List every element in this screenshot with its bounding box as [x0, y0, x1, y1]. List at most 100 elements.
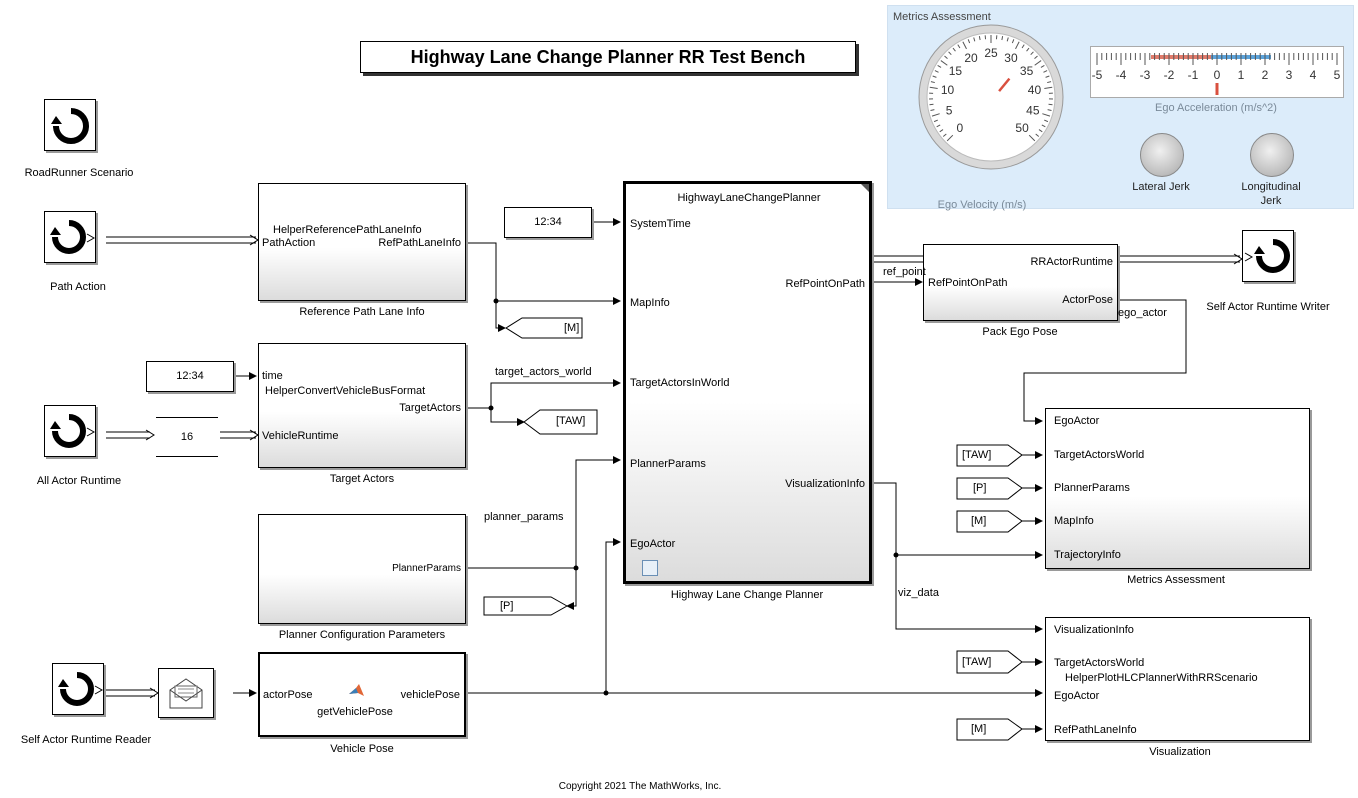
target-actors-block[interactable]: time HelperConvertVehicleBusFormat Targe… — [258, 343, 466, 468]
gauge-tick — [944, 55, 948, 60]
pack-ego-pose-block[interactable]: RefPointOnPath RRActorRuntime ActorPose — [923, 244, 1118, 321]
actor-pose-in-port: actorPose — [263, 689, 313, 701]
signal-ref-point: ref_point — [883, 266, 926, 278]
path-action-block[interactable] — [44, 211, 96, 263]
visualization-info-in-port: VisualizationInfo — [1054, 624, 1134, 636]
planner-params-in-port: PlannerParams — [630, 458, 706, 470]
from-taw-tag[interactable]: [TAW] — [962, 449, 992, 461]
gauge-tick — [1006, 37, 1009, 42]
envelope-icon — [169, 678, 203, 709]
vehicle-pose-caption: Vehicle Pose — [330, 743, 394, 755]
matlab-logo-icon — [349, 684, 364, 696]
accel-tick-label: 5 — [1334, 68, 1341, 82]
gauge-tick — [933, 119, 938, 123]
subsystem-link-icon[interactable] — [642, 560, 658, 576]
roadrunner-cycle-icon — [50, 414, 96, 448]
gauge-tick — [1011, 39, 1015, 44]
visualization-caption: Visualization — [1149, 746, 1211, 758]
roadrunner-scenario-block[interactable] — [44, 99, 96, 151]
gauge-tick-label: 15 — [949, 64, 963, 78]
lateral-jerk-lamp[interactable] — [1140, 133, 1184, 177]
accel-tick-label: -1 — [1188, 68, 1199, 82]
time-clock[interactable]: 12:34 — [146, 361, 234, 392]
self-actor-runtime-writer-block[interactable] — [1242, 230, 1294, 282]
gauge-tick — [1047, 109, 1052, 112]
from-m-tag-2[interactable]: [M] — [971, 723, 987, 735]
gauge-tick — [934, 70, 939, 73]
vehicle-runtime-in-port: VehicleRuntime — [262, 430, 339, 442]
metrics-assessment-block[interactable]: EgoActor TargetActorsWorld PlannerParams… — [1045, 408, 1310, 569]
copyright-text: Copyright 2021 The MathWorks, Inc. — [558, 781, 722, 792]
from-m-tag[interactable]: [M] — [971, 515, 987, 527]
gauge-tick — [1044, 86, 1053, 90]
gauge-tick — [978, 36, 981, 41]
planner-configuration-parameters-block[interactable]: PlannerParams — [258, 514, 466, 624]
get-vehicle-pose-name: getVehiclePose — [317, 706, 393, 718]
helper-convert-vehicle-bus-format-name: HelperConvertVehicleBusFormat — [265, 385, 426, 397]
width-block[interactable]: 16 — [156, 417, 218, 457]
self-actor-runtime-reader-caption: Self Actor Runtime Reader — [20, 734, 152, 746]
actor-pose-out-port: ActorPose — [1062, 294, 1113, 306]
accel-tick-label: -3 — [1140, 68, 1151, 82]
page-title: Highway Lane Change Planner RR Test Benc… — [360, 41, 856, 73]
planner-params-in-port: PlannerParams — [1054, 482, 1130, 494]
vehicle-pose-block[interactable]: actorPose vehiclePose getVehiclePose — [258, 652, 466, 737]
goto-p-tag[interactable]: [P] — [500, 600, 514, 612]
gauge-tick — [1001, 36, 1004, 41]
ref-path-lane-info-in-port: RefPathLaneInfo — [1054, 724, 1137, 736]
velocity-gauge-label: Ego Velocity (m/s) — [937, 199, 1027, 211]
gauge-tick — [967, 39, 971, 44]
gauge-tick — [932, 75, 937, 78]
signal-ego-actor: ego_actor — [1118, 307, 1167, 319]
goto-m-tag[interactable]: [M] — [564, 322, 580, 334]
vehicle-pose-out-port: vehiclePose — [400, 689, 460, 701]
message-receive-block[interactable] — [158, 668, 214, 718]
gauge-tick — [957, 44, 961, 49]
signal-planner-params: planner_params — [484, 511, 564, 523]
signal-viz-data: viz_data — [898, 587, 939, 599]
accel-tick-label: -4 — [1116, 68, 1127, 82]
all-actor-runtime-block[interactable] — [44, 405, 96, 457]
gauge-tick — [1034, 55, 1038, 60]
visualization-block[interactable]: VisualizationInfo TargetActorsWorld Help… — [1045, 617, 1310, 741]
gauge-tick — [962, 41, 967, 50]
gauge-tick-label: 0 — [957, 121, 964, 135]
gauge-tick — [1015, 41, 1020, 50]
gauge-tick — [940, 60, 948, 66]
gauge-tick-label: 10 — [941, 83, 955, 97]
target-actors-out-port: TargetActors — [399, 402, 461, 414]
gauge-tick — [1044, 119, 1049, 123]
ref-point-on-path-out-port: RefPointOnPath — [785, 278, 866, 290]
highway-lane-change-planner-block[interactable]: HighwayLaneChangePlanner SystemTime MapI… — [623, 181, 872, 584]
gauge-tick — [1045, 75, 1050, 78]
target-actors-world-in-port: TargetActorsWorld — [1054, 657, 1145, 669]
planner-params-out-port: PlannerParams — [392, 563, 461, 574]
gauge-tick — [939, 129, 944, 133]
gauge-tick — [1042, 113, 1051, 117]
accel-tick-label: 1 — [1238, 68, 1245, 82]
gauge-tick — [952, 47, 956, 52]
longitudinal-jerk-label-line2: Jerk — [1260, 195, 1282, 207]
ref-point-on-path-in-port: RefPointOnPath — [928, 277, 1008, 289]
roadrunner-cycle-icon — [50, 220, 96, 254]
gauge-tick — [931, 113, 940, 117]
gauge-tick — [936, 124, 941, 128]
metrics-assessment-caption: Metrics Assessment — [1127, 574, 1225, 586]
gauge-tick — [1038, 129, 1043, 133]
from-taw-tag-2[interactable]: [TAW] — [962, 656, 992, 668]
gauge-tick — [1047, 81, 1052, 84]
longitudinal-jerk-lamp[interactable] — [1250, 133, 1294, 177]
from-p-tag[interactable]: [P] — [973, 482, 987, 494]
self-actor-runtime-reader-block[interactable] — [52, 663, 104, 715]
gauge-tick — [1026, 47, 1030, 52]
signal-target-actors-world: target_actors_world — [495, 366, 592, 378]
goto-taw-tag[interactable]: [TAW] — [556, 415, 586, 427]
gauge-tick-label: 25 — [984, 46, 998, 60]
self-actor-runtime-writer-caption: Self Actor Runtime Writer — [1206, 301, 1330, 313]
reference-path-lane-info-block[interactable]: HelperReferencePathLaneInfo PathAction R… — [258, 183, 466, 301]
gauge-tick — [937, 65, 942, 68]
system-time-clock[interactable]: 12:34 — [504, 207, 592, 238]
